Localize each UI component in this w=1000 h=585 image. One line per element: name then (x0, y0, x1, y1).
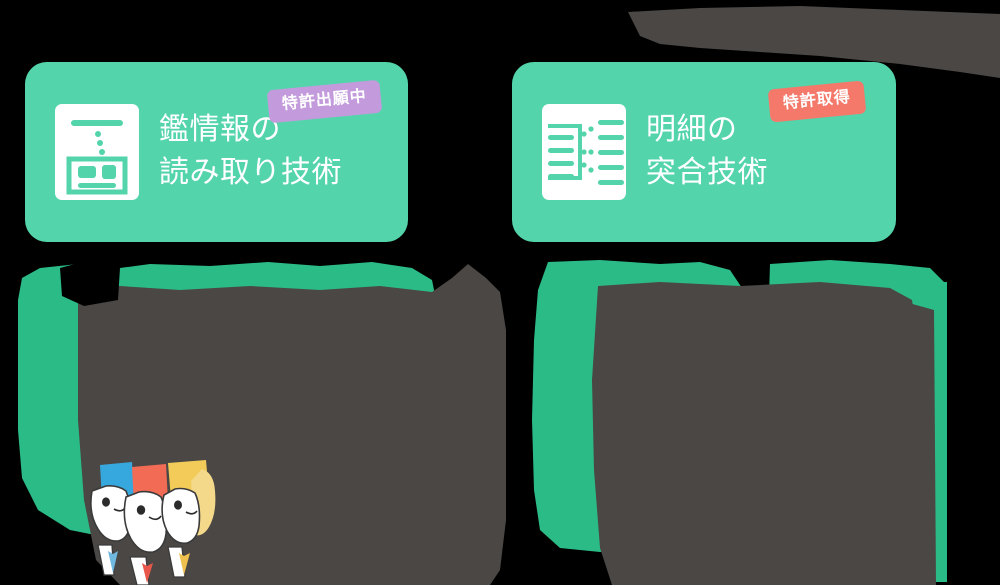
patent-badge-label: 特許取得 (782, 88, 852, 113)
feature-card-title: 明細の 突合技術 (646, 113, 768, 189)
record-matching-icon (540, 102, 628, 202)
feature-card-title: 鑑情報の 読み取り技術 (159, 113, 342, 189)
green-panel-center (532, 260, 744, 552)
three-character-mascots (84, 455, 234, 585)
patent-badge-label: 特許出願中 (281, 87, 368, 114)
document-scan-icon (53, 102, 141, 202)
green-right-spine (900, 282, 947, 582)
